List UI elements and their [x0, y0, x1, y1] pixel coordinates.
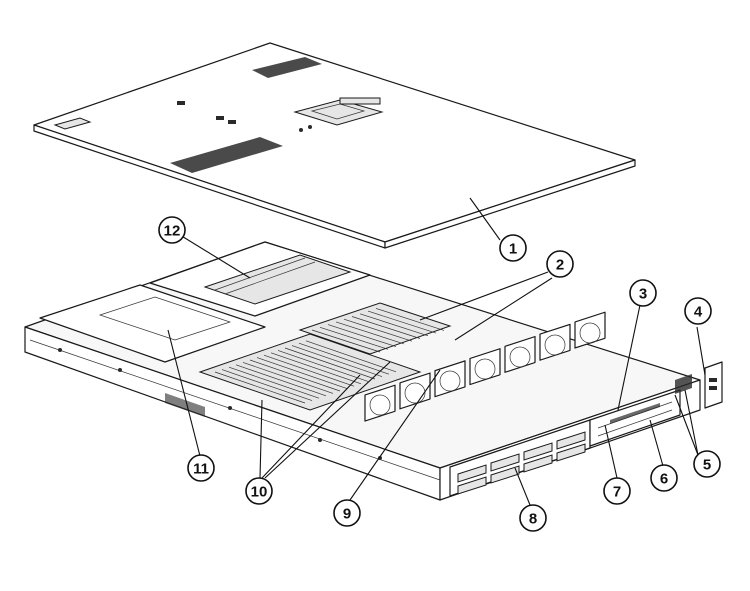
drive-bay — [490, 465, 520, 484]
svg-text:4: 4 — [694, 304, 703, 321]
front-media-bay — [589, 389, 681, 447]
fan-rotor — [544, 334, 566, 356]
dimm-slot — [221, 369, 313, 401]
dimm-slot — [270, 352, 362, 385]
dimm-slot — [263, 354, 355, 387]
processor-heatsinks — [298, 302, 452, 355]
fan-rotor — [369, 394, 391, 416]
dimm-slot — [291, 345, 383, 377]
svg-text:2: 2 — [556, 257, 564, 274]
power-supply — [39, 284, 266, 363]
heatsink-fin — [327, 324, 397, 347]
heatsink-fin — [319, 326, 389, 350]
fan-modules — [364, 311, 606, 422]
dimm-slot — [228, 366, 320, 399]
drive-bay — [556, 443, 586, 462]
svg-text:5: 5 — [703, 457, 711, 474]
heatsink-fin — [343, 318, 413, 342]
callout-4: 4 — [684, 297, 712, 325]
callout-1: 1 — [499, 234, 527, 262]
svg-text:1: 1 — [509, 241, 517, 258]
drive-bay — [457, 476, 487, 495]
drive-bay — [523, 454, 553, 473]
dimm-slot — [242, 362, 334, 394]
access-panel — [33, 42, 636, 249]
heatsink-fin — [351, 316, 421, 339]
drive-bay — [523, 442, 553, 461]
dimm-slot — [298, 342, 390, 375]
drive-bay — [490, 453, 520, 472]
callout-3: 3 — [629, 279, 657, 307]
dimm-slot — [256, 357, 348, 389]
heatsink-fin — [359, 313, 429, 337]
fan-rotor — [509, 346, 531, 368]
cover-vent-grille — [170, 57, 322, 173]
dimm-slot — [284, 347, 376, 380]
callouts: 1 2 3 4 5 6 7 8 — [158, 216, 721, 532]
fan-module — [574, 311, 606, 349]
dimm-banks — [198, 333, 422, 411]
svg-text:8: 8 — [529, 511, 537, 528]
side-vent-holes — [165, 393, 205, 417]
fan-rotor — [404, 382, 426, 404]
callout-11: 11 — [187, 454, 215, 482]
callout-2: 2 — [546, 250, 574, 278]
heatsink-fin — [335, 321, 405, 345]
cover-latch — [293, 97, 384, 126]
callout-5: 5 — [693, 450, 721, 478]
dimm-slot — [277, 350, 369, 382]
fan-rotor — [579, 322, 601, 344]
dimm-slot — [235, 364, 327, 397]
front-io-module — [675, 361, 723, 409]
pci-riser-cage — [149, 241, 371, 317]
dimm-slot — [214, 371, 306, 404]
svg-text:9: 9 — [343, 506, 351, 523]
svg-text:12: 12 — [164, 223, 181, 240]
callout-8: 8 — [519, 504, 547, 532]
svg-text:7: 7 — [613, 484, 621, 501]
drive-bays — [449, 419, 591, 497]
callout-6: 6 — [650, 464, 678, 492]
svg-text:10: 10 — [251, 484, 268, 501]
fan-rotor — [474, 358, 496, 380]
dimm-slot — [249, 359, 341, 392]
callout-10: 10 — [245, 477, 273, 505]
svg-text:6: 6 — [660, 471, 668, 488]
fan-rotor — [439, 370, 461, 392]
callout-9: 9 — [333, 499, 361, 527]
svg-text:3: 3 — [639, 286, 647, 303]
callout-12: 12 — [158, 216, 186, 244]
heatsink-fin — [311, 329, 381, 353]
dimm-slot — [305, 340, 397, 373]
callout-7: 7 — [603, 477, 631, 505]
drive-bay — [457, 464, 487, 483]
heatsink-fin — [375, 308, 445, 331]
svg-text:11: 11 — [193, 461, 209, 478]
leader-lines — [167, 197, 706, 506]
heatsink-fin — [367, 310, 437, 334]
drive-bay — [556, 431, 586, 450]
